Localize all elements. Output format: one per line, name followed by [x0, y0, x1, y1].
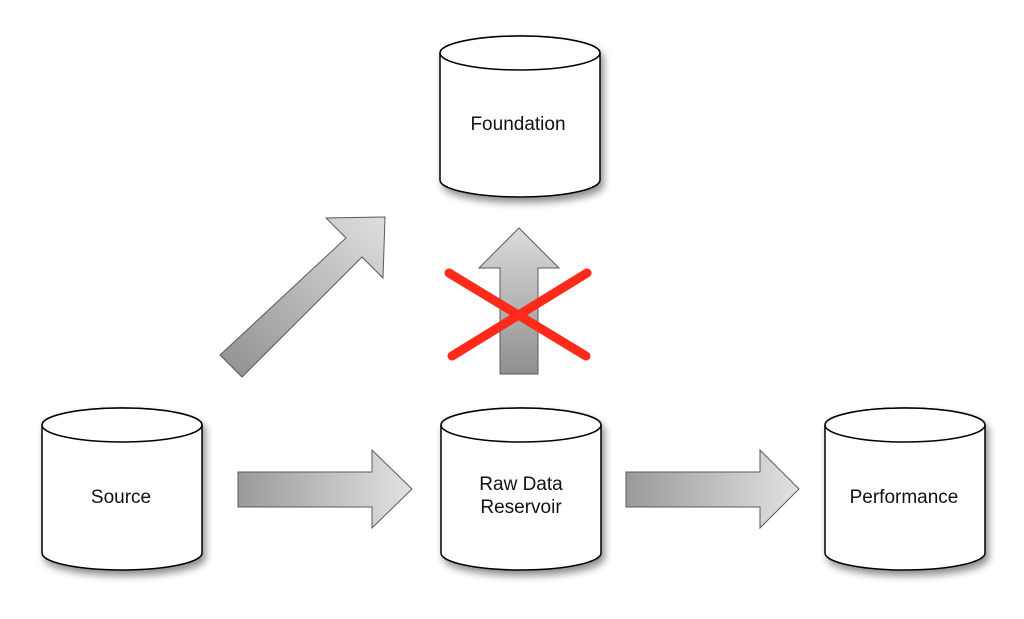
reservoir-label-line1: Raw Data	[479, 474, 563, 495]
foundation-database-icon	[439, 35, 601, 198]
reservoir-database-icon	[440, 407, 602, 571]
reservoir-label-line2: Reservoir	[480, 497, 562, 518]
source-to-reservoir-arrow-icon	[237, 448, 413, 530]
blocked-cross-icon	[444, 268, 592, 361]
source-database-icon	[41, 407, 203, 571]
reservoir-to-foundation-arrow-icon	[477, 227, 561, 375]
reservoir-to-performance-arrow-icon	[625, 448, 800, 530]
source-label: Source	[91, 487, 151, 508]
performance-label: Performance	[850, 487, 959, 508]
foundation-label: Foundation	[470, 114, 565, 135]
source-to-foundation-arrow-icon	[219, 216, 386, 378]
performance-database-icon	[824, 407, 986, 571]
